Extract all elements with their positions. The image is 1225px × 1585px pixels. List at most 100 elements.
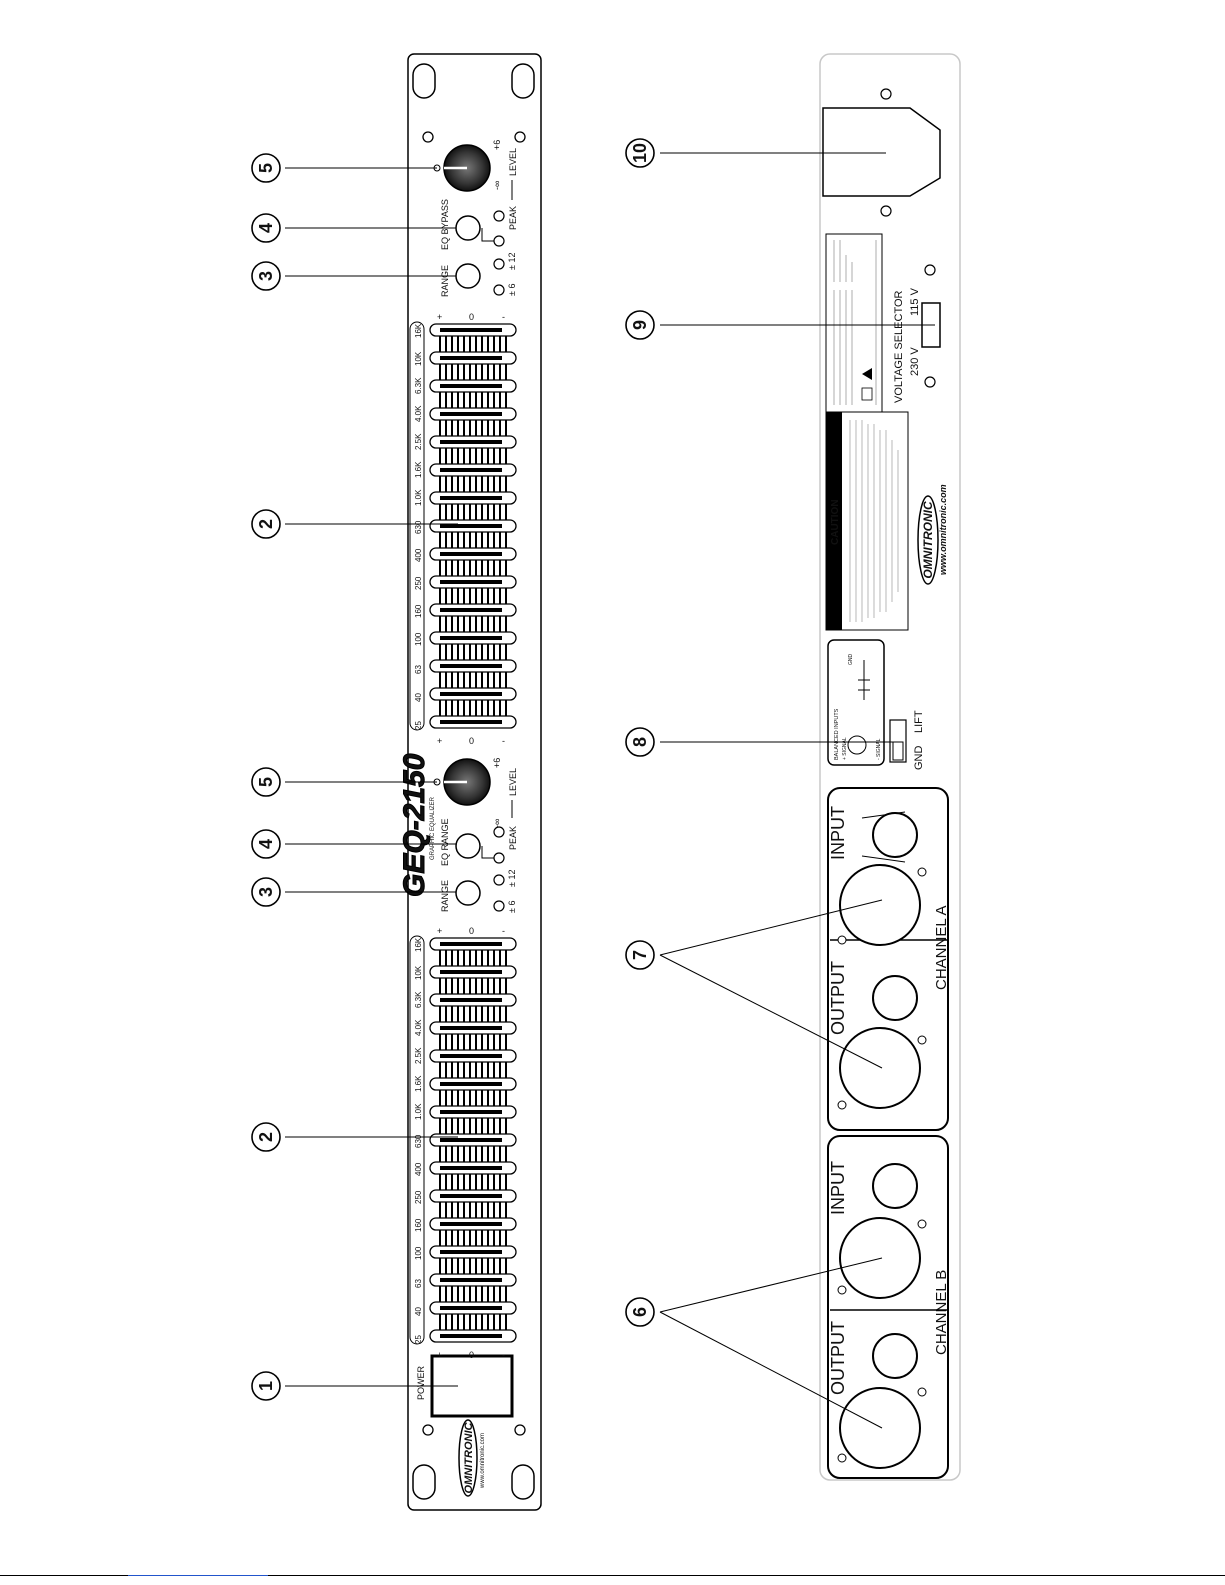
freq-label: 100 xyxy=(414,632,423,646)
callout-number: 5 xyxy=(256,163,276,173)
led-bypass xyxy=(493,235,505,247)
callout-number: 6 xyxy=(630,1307,650,1317)
freq-label: 10K xyxy=(414,965,423,980)
input-jack-connector[interactable] xyxy=(872,1163,918,1209)
callout-circle xyxy=(625,138,655,168)
fader-scale-label: - xyxy=(502,312,505,322)
freq-label: 1.0K xyxy=(414,489,423,506)
gnd-label: GND xyxy=(913,746,925,771)
svg-text:OMNITRONIC: OMNITRONIC xyxy=(921,501,935,579)
range-button[interactable] xyxy=(455,263,481,289)
fader-scale-label: + xyxy=(437,926,442,936)
led-peak xyxy=(493,210,505,222)
input-label: INPUT xyxy=(828,1161,848,1215)
callout-circle xyxy=(625,310,655,340)
footer-rule xyxy=(0,1575,1225,1576)
freq-label: 160 xyxy=(414,604,423,618)
fader-scale-label: + xyxy=(437,736,442,746)
callout-circle xyxy=(625,1297,655,1327)
lift-label: LIFT xyxy=(913,710,925,733)
screw xyxy=(422,1424,434,1436)
output-xlr-connector[interactable] xyxy=(839,1027,921,1109)
input-jack-connector[interactable] xyxy=(872,812,918,858)
freq-label: 1.0K xyxy=(414,1103,423,1120)
callout-number: 3 xyxy=(256,271,276,281)
freq-label: 2.5K xyxy=(414,1047,423,1064)
range-6-label: ± 6 xyxy=(507,901,517,913)
spec-label xyxy=(825,233,883,415)
fader-scale-label: 0 xyxy=(469,312,474,322)
callout-number: 10 xyxy=(630,143,650,163)
input-xlr-connector[interactable] xyxy=(839,864,921,946)
freq-label: 63 xyxy=(414,665,423,674)
caution-fineprint xyxy=(849,420,899,622)
spec-label-fineprint xyxy=(833,240,877,405)
voltage-selector-label: VOLTAGE SELECTOR xyxy=(893,290,905,403)
led-12 xyxy=(493,258,505,270)
screw xyxy=(924,264,936,276)
range-button[interactable] xyxy=(455,880,481,906)
freq-label: 63 xyxy=(414,1279,423,1288)
output-jack-connector[interactable] xyxy=(872,975,918,1021)
freq-label: 25 xyxy=(414,1335,423,1344)
freq-label: 400 xyxy=(414,1162,423,1176)
callout-circle xyxy=(251,153,281,183)
freq-label: 400 xyxy=(414,548,423,562)
fader-scale-label: 0 xyxy=(469,926,474,936)
rear-panel: VOLTAGE SELECTOR 230 V 115 V CAUTION OMN… xyxy=(819,53,961,1481)
peak-label: PEAK xyxy=(508,206,518,230)
output-jack-connector[interactable] xyxy=(872,1333,918,1379)
screw xyxy=(880,88,892,100)
controls-channel-b: RANGE ± 6 ± 12 EQ RANGE PEAK LEVEL -∞ +6 xyxy=(433,758,518,913)
freq-label: 250 xyxy=(414,576,423,590)
range-label: RANGE xyxy=(440,265,450,297)
level-max-label: +6 xyxy=(492,140,502,150)
rack-slot xyxy=(412,1464,436,1500)
callout-number: 9 xyxy=(630,320,650,330)
eq-bypass-button[interactable] xyxy=(455,215,481,241)
output-label: OUTPUT xyxy=(828,961,848,1035)
screw xyxy=(514,1424,526,1436)
level-label: LEVEL xyxy=(508,148,518,176)
callout-number: 4 xyxy=(256,223,276,233)
eq-range-button[interactable] xyxy=(455,833,481,859)
screw xyxy=(924,376,936,388)
freq-label: 40 xyxy=(414,1307,423,1316)
freq-label: 6.3K xyxy=(414,991,423,1008)
freq-label: 4.0K xyxy=(414,1019,423,1036)
freq-label: 4.0K xyxy=(414,405,423,422)
channel-b-label: CHANNEL B xyxy=(933,1270,950,1355)
caution-title: CAUTION xyxy=(830,499,841,545)
freq-label: 1.6K xyxy=(414,1075,423,1092)
callout-circle xyxy=(251,213,281,243)
fader-scale-label: 0 xyxy=(469,736,474,746)
freq-label: 40 xyxy=(414,693,423,702)
eq-channel-a: 2540631001602504006301.0K1.6K2.5K4.0K6.3… xyxy=(409,312,517,746)
svg-text:OMNITRONIC: OMNITRONIC xyxy=(463,1422,475,1494)
model-sub: GRAPHIC EQUALIZER xyxy=(430,796,436,860)
peak-label: PEAK xyxy=(508,826,518,850)
channel-a-label: CHANNEL A xyxy=(933,906,950,990)
front-panel: OMNITRONIC www.omnitronic.com POWER GEQ-… xyxy=(398,53,542,1511)
range-12-label: ± 12 xyxy=(507,253,517,270)
callout-circle xyxy=(251,261,281,291)
level-label: LEVEL xyxy=(508,768,518,796)
fader-scale-label: 0 xyxy=(469,1350,474,1360)
freq-label: 16K xyxy=(414,937,423,952)
power-inlet[interactable] xyxy=(822,107,941,197)
channel-a-connectors: INPUT OUTPUT CHANNEL A xyxy=(827,787,950,1131)
callout-circle xyxy=(251,767,281,797)
rack-slot xyxy=(511,1464,535,1500)
freq-label: 10K xyxy=(414,351,423,366)
freq-label: 100 xyxy=(414,1246,423,1260)
rear-brand-logo: OMNITRONIC xyxy=(917,495,939,585)
fader-scale-label: - xyxy=(502,1350,505,1360)
range-12-label: ± 12 xyxy=(507,870,517,887)
level-min-label: -∞ xyxy=(492,819,502,828)
callout-circle xyxy=(251,877,281,907)
input-label: INPUT xyxy=(828,806,848,860)
output-xlr-connector[interactable] xyxy=(839,1387,921,1469)
fader-scale-label: - xyxy=(502,926,505,936)
screw xyxy=(514,131,526,143)
